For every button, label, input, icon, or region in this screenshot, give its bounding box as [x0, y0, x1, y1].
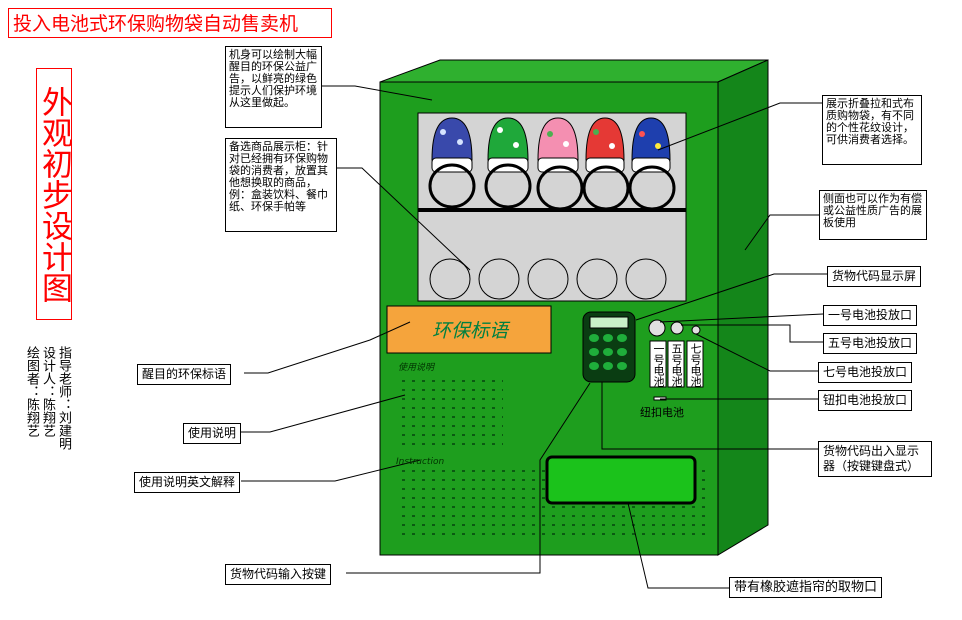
slot-7-plate: [686, 340, 704, 388]
slot-7-text: 七号电池: [689, 343, 702, 387]
label-slot-5: 五号电池投放口: [823, 333, 918, 354]
slot-1-text: 一号电池: [652, 343, 665, 387]
label-slot-1: 一号电池投放口: [823, 305, 918, 326]
slot-5-opening[interactable]: [670, 321, 684, 335]
slogan-text: 环保标语: [431, 320, 508, 342]
diagram-title: 投入电池式环保购物袋自动售卖机: [8, 8, 332, 38]
leader-lines: [240, 85, 827, 589]
slot-7-opening[interactable]: [691, 325, 701, 335]
label-keypad-input: 货物代码输入按键: [225, 564, 332, 585]
code-screen: [589, 316, 629, 329]
note-alt-display: 备选商品展示柜：针对已经拥有环保购物袋的消费者，放置其他想换取的商品，例：盒装饮…: [225, 138, 337, 232]
bag-red: [582, 117, 630, 211]
label-code-screen: 货物代码显示屏: [827, 266, 922, 287]
bag-pink: [536, 117, 584, 211]
note-top-ad: 机身可以绘制大幅醒目的环保公益广告，以鲜亮的绿色提示人们保护环境从这里做起。: [225, 46, 322, 128]
slot-5-plate: [667, 340, 685, 388]
label-slot-button: 钮扣电池投放口: [818, 390, 913, 411]
slot-5-text: 五号电池: [670, 343, 683, 387]
slot-1-opening[interactable]: [648, 319, 666, 337]
manual-en-text: Instruction: [396, 457, 445, 467]
keypad-keys[interactable]: [589, 334, 627, 370]
credit-drafter: 绘图者：陈翔艺: [24, 346, 39, 437]
alt-goods-slots: [429, 258, 667, 300]
bag-green: [484, 117, 532, 209]
credit-advisor: 指导老师：刘建明: [56, 346, 71, 450]
label-pickup: 带有橡胶遮指帘的取物口: [729, 577, 883, 598]
slogan-panel: [386, 305, 552, 354]
note-side-panel: 侧面也可以作为有偿或公益性质广告的展板使用: [819, 190, 927, 240]
label-manual: 使用说明: [183, 423, 242, 444]
label-slot-7: 七号电池投放口: [818, 362, 913, 383]
credit-designer: 设计人：陈翔艺: [40, 346, 55, 437]
slot-button-text: 纽扣电池: [640, 406, 684, 419]
bag-blue: [428, 117, 476, 209]
diagram-subtitle: 外观初步设计图: [36, 68, 72, 320]
label-slogan: 醒目的环保标语: [137, 364, 232, 385]
note-bag-display: 展示折叠拉和式布质购物袋，有不同的个性花纹设计，可供消费者选择。: [822, 95, 922, 165]
label-keypad-io: 货物代码出入显示器（按键键盘式）: [818, 441, 932, 477]
label-manual-en: 使用说明英文解释: [134, 472, 241, 493]
manual-cn-text: 使用说明: [398, 363, 435, 373]
machine-side: [717, 59, 769, 556]
pickup-port[interactable]: [545, 455, 697, 505]
slot-1-plate: [649, 340, 667, 388]
machine-top: [379, 59, 769, 83]
